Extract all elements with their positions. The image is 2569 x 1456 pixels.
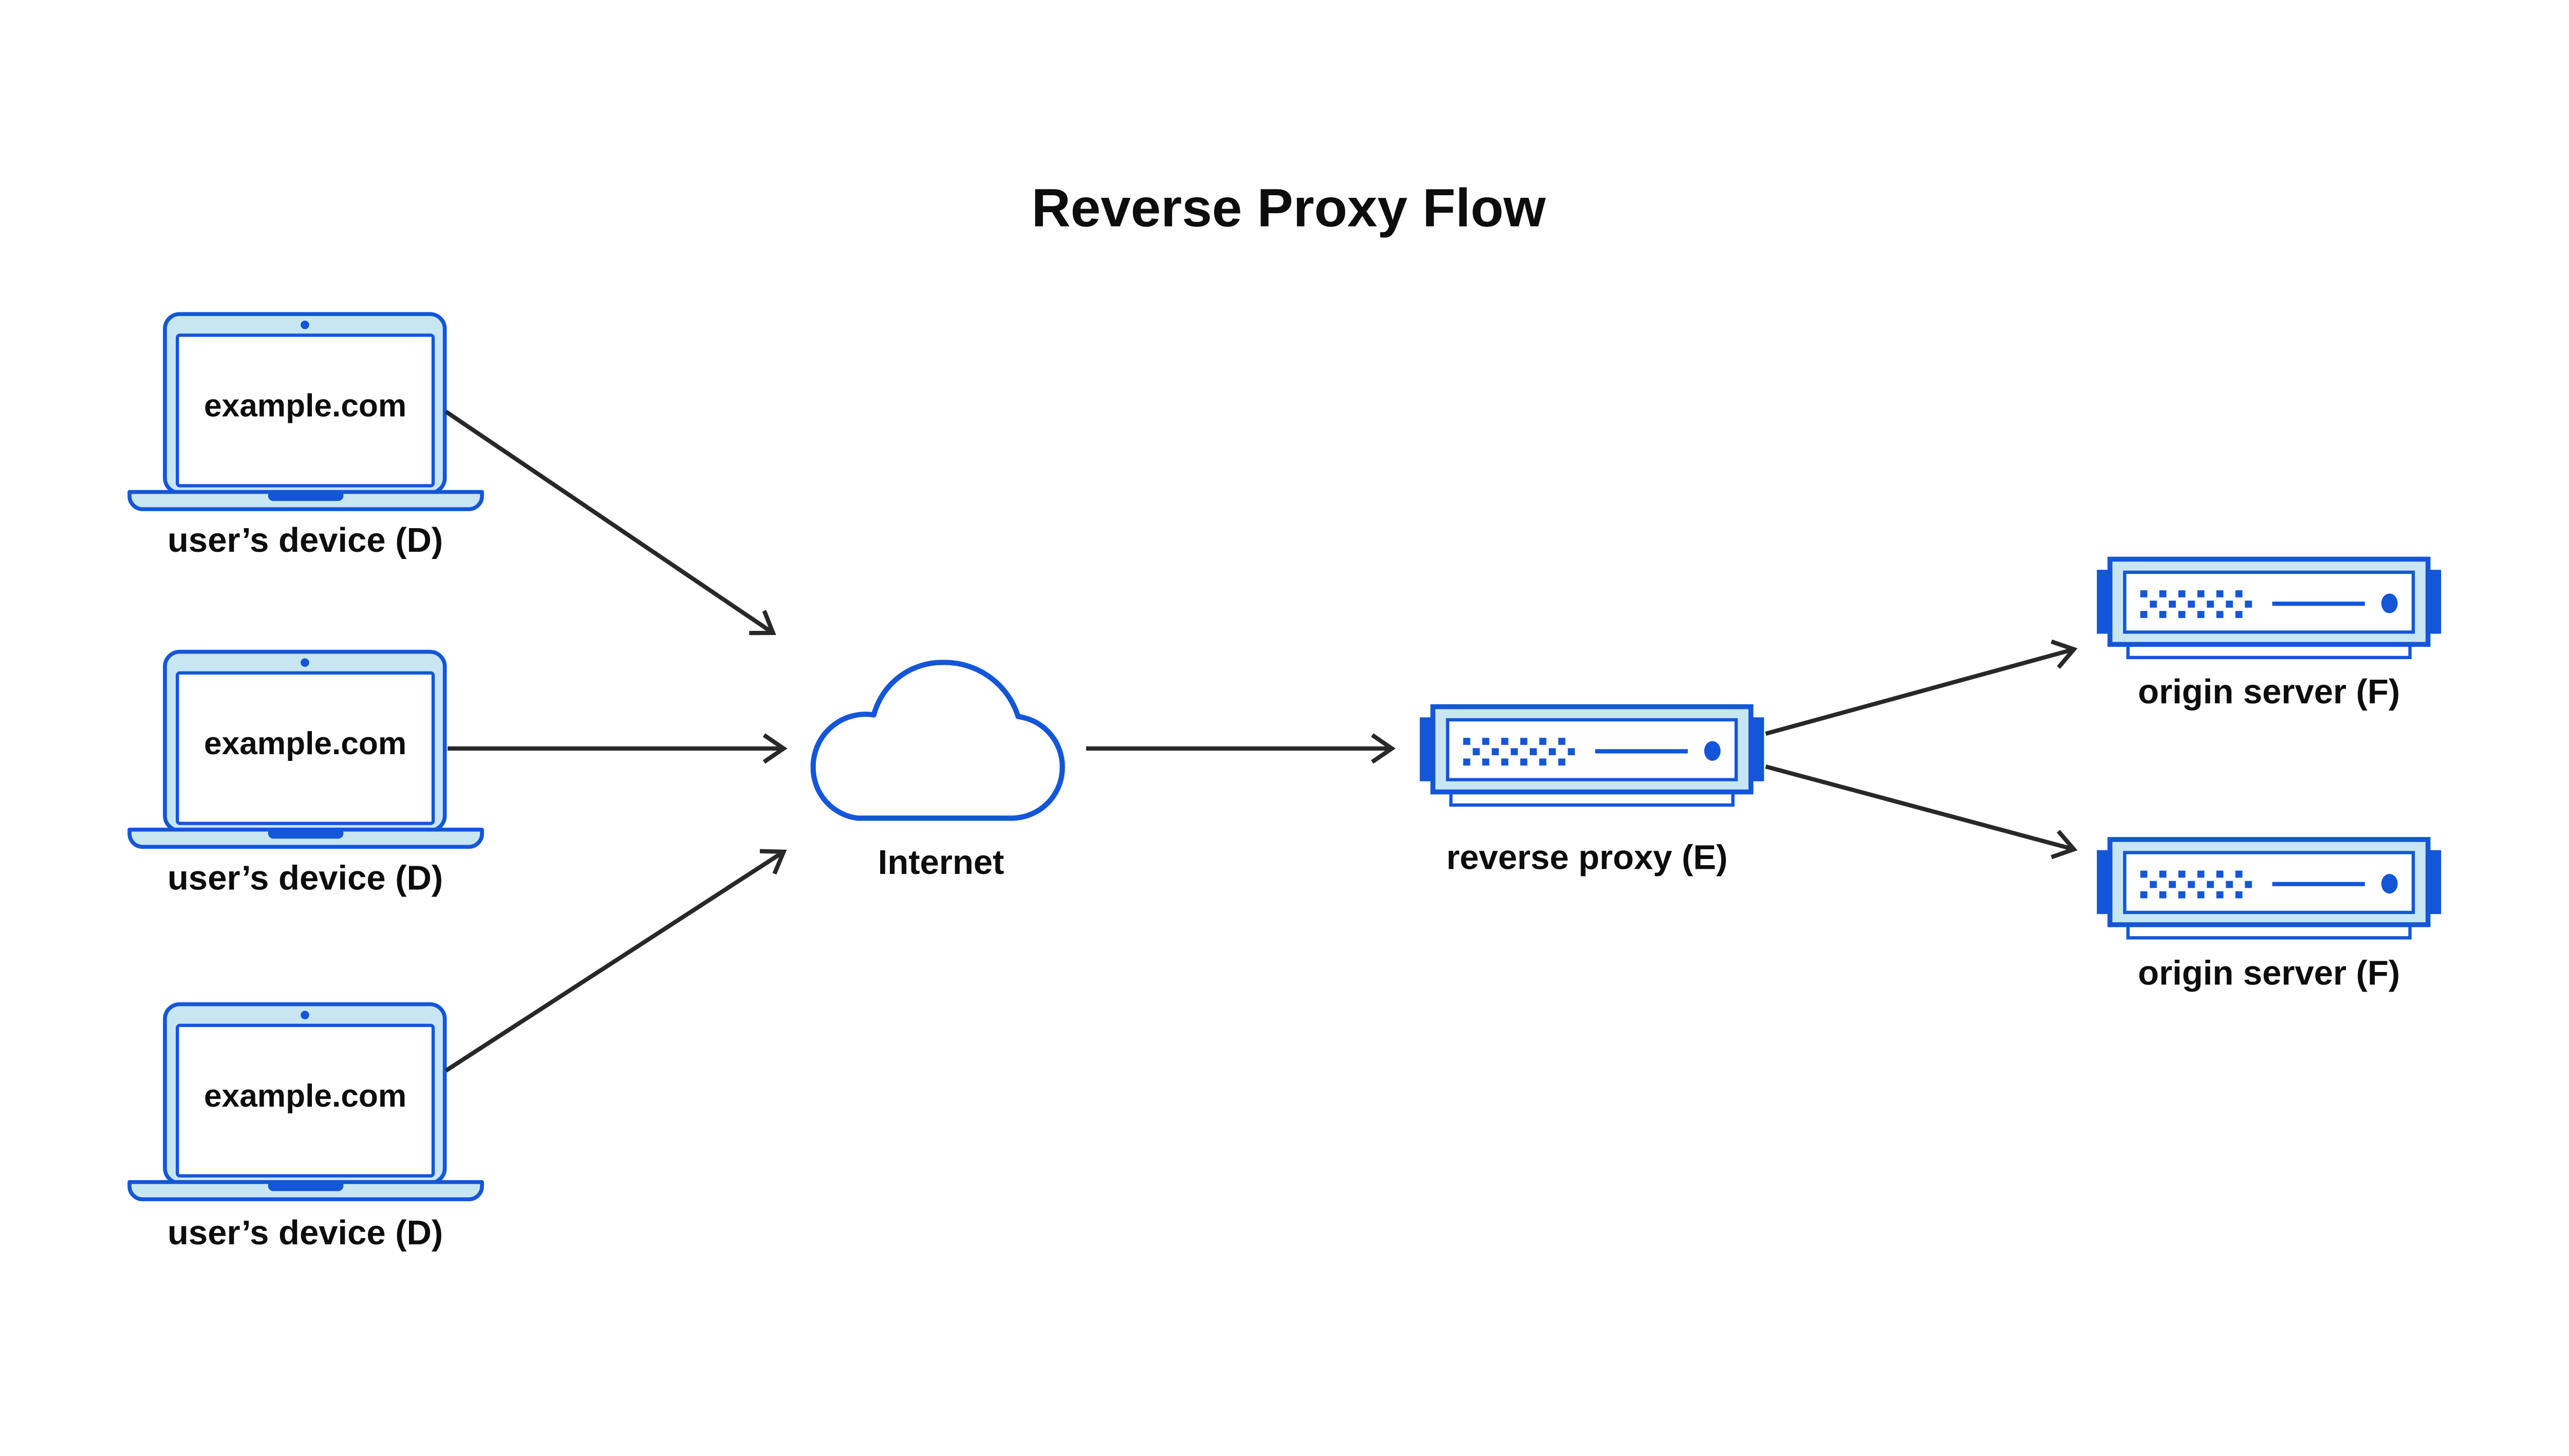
device-label: user’s device (D) bbox=[167, 521, 443, 559]
origin-server-label: origin server (F) bbox=[2138, 954, 2400, 992]
origin-server-2: origin server (F) bbox=[2097, 839, 2441, 992]
arrow-device1-to-internet bbox=[444, 409, 776, 636]
internet-label: Internet bbox=[878, 843, 1004, 882]
flow-arrows bbox=[444, 409, 2078, 1073]
server-icon bbox=[1420, 707, 1764, 805]
internet-node: Internet bbox=[810, 660, 1065, 882]
device-screen-text: example.com bbox=[204, 726, 406, 761]
reverse-proxy-label: reverse proxy (E) bbox=[1446, 838, 1727, 876]
arrow-proxy-to-origin2 bbox=[1765, 764, 2078, 860]
page-title: Reverse Proxy Flow bbox=[1032, 178, 1547, 238]
cloud-icon bbox=[810, 660, 1065, 821]
origin-server-1: origin server (F) bbox=[2097, 559, 2441, 711]
arrow-device3-to-internet bbox=[444, 849, 787, 1073]
server-icon bbox=[2097, 839, 2441, 938]
server-icon bbox=[2097, 559, 2441, 657]
arrow-proxy-to-origin1 bbox=[1765, 639, 2078, 736]
reverse-proxy-node: reverse proxy (E) bbox=[1420, 707, 1764, 876]
device-label: user’s device (D) bbox=[167, 1214, 443, 1252]
user-device-3: example.com user’s device (D) bbox=[129, 1004, 482, 1252]
origin-server-label: origin server (F) bbox=[2138, 673, 2400, 711]
device-screen-text: example.com bbox=[204, 1078, 406, 1114]
user-device-1: example.com user’s device (D) bbox=[129, 314, 482, 559]
device-screen-text: example.com bbox=[204, 388, 406, 424]
device-label: user’s device (D) bbox=[167, 858, 443, 897]
user-device-2: example.com user’s device (D) bbox=[129, 652, 482, 897]
